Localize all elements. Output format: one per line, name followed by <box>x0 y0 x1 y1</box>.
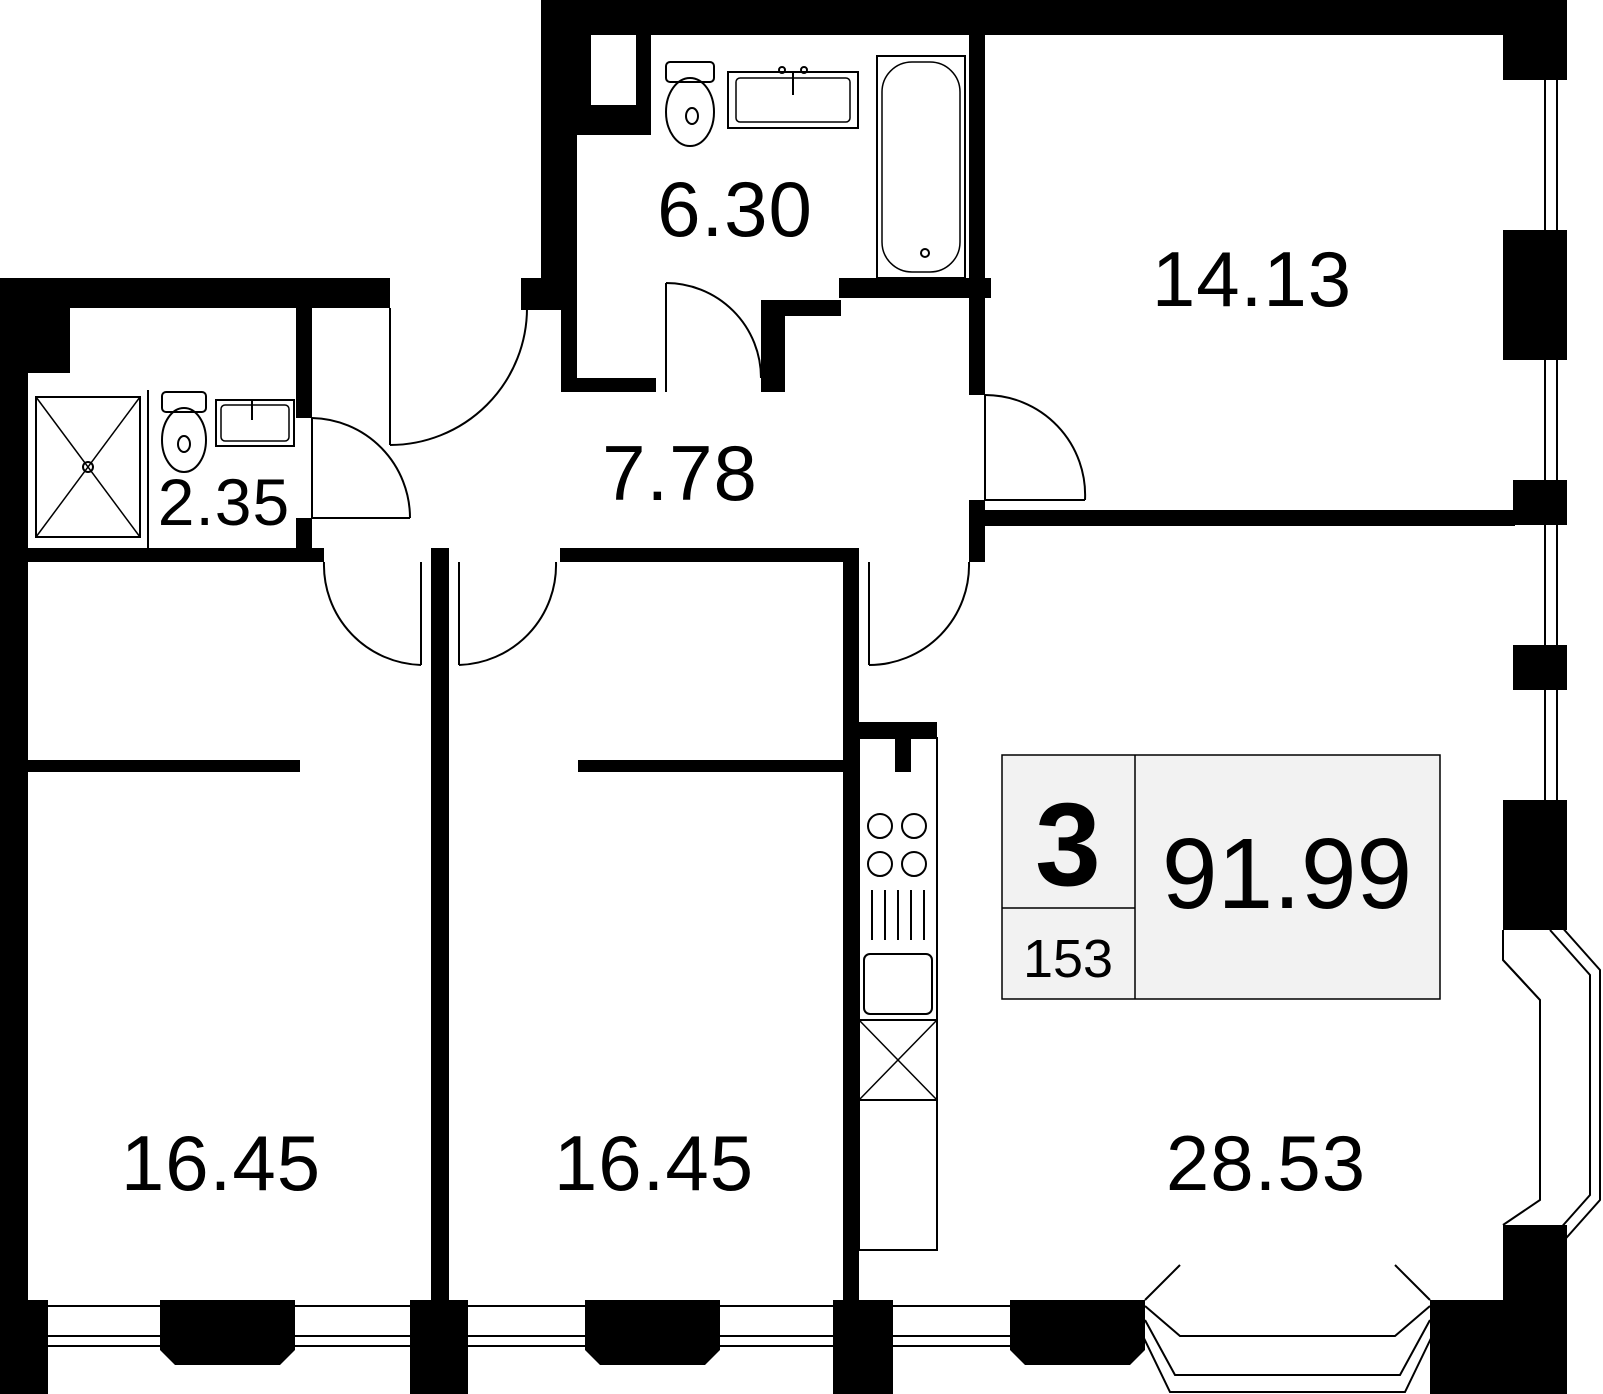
windows <box>48 80 1601 1393</box>
sink-icon <box>727 66 859 129</box>
room-area-hallway: 7.78 <box>602 429 758 517</box>
toilet-icon <box>665 61 715 147</box>
fridge-icon <box>858 1019 938 1101</box>
room-area-bedroom-top-right: 14.13 <box>1152 235 1352 323</box>
total-area: 91.99 <box>1162 818 1412 930</box>
fixtures <box>35 55 966 1251</box>
room-labels: 6.30 14.13 7.78 2.35 16.45 16.45 28.53 <box>121 165 1366 1207</box>
stove-icon <box>867 813 927 877</box>
walls <box>0 0 1567 1394</box>
room-area-living-kitchen: 28.53 <box>1166 1119 1366 1207</box>
shower-icon <box>35 390 149 548</box>
sink-icon <box>215 399 295 447</box>
kitchen-counter <box>858 737 938 1251</box>
apartment-info-panel: 3 153 91.99 <box>1001 754 1441 1000</box>
rooms-count: 3 <box>1035 779 1101 911</box>
kitchen-sink-icon <box>863 953 933 1015</box>
doors <box>311 282 1087 666</box>
bathtub-icon <box>876 55 966 279</box>
room-area-bathroom-main: 6.30 <box>657 165 813 253</box>
toilet-icon <box>161 391 207 473</box>
apartment-number: 153 <box>1023 929 1113 989</box>
room-area-bedroom-left: 16.45 <box>121 1119 321 1207</box>
room-area-bathroom-small: 2.35 <box>158 465 290 539</box>
window-pillars <box>160 230 1567 1365</box>
room-area-bedroom-middle: 16.45 <box>554 1119 754 1207</box>
dishwasher-icon <box>871 890 925 940</box>
